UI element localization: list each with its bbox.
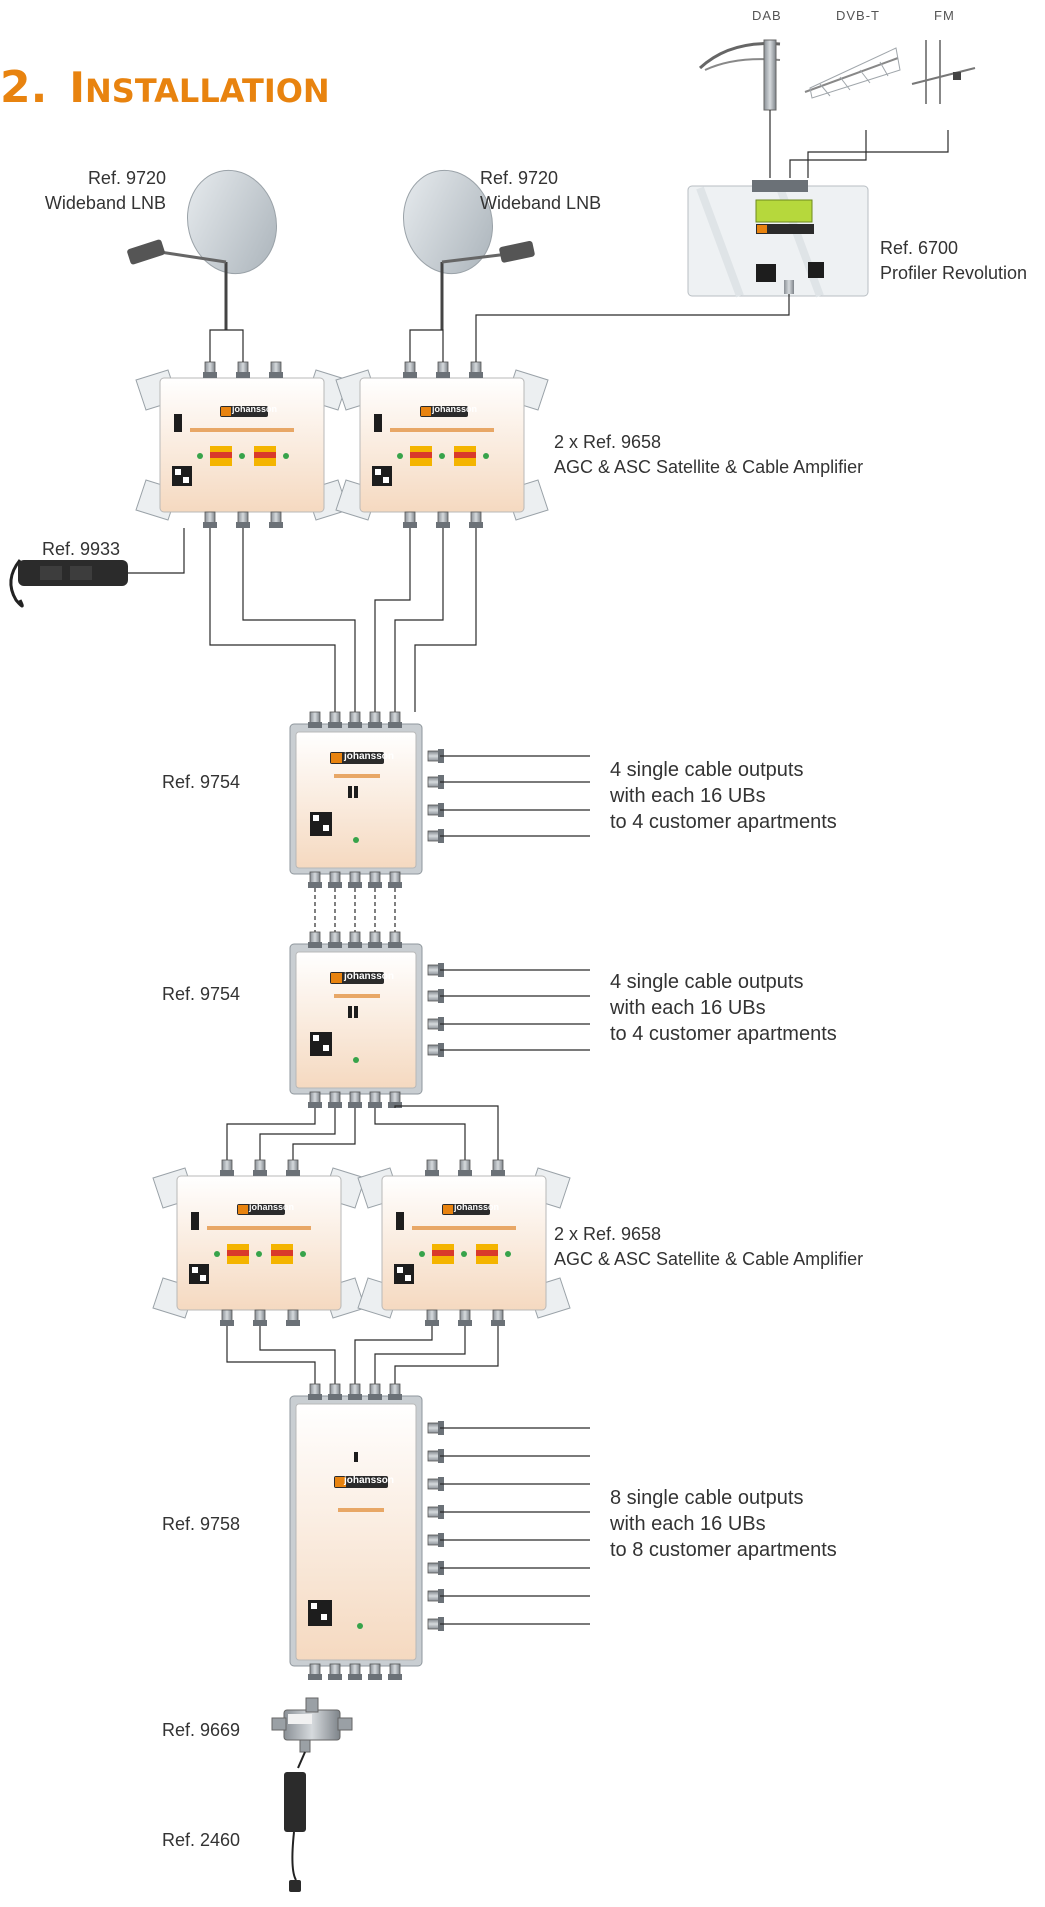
amp-br-brand: johansson (454, 1202, 500, 1212)
amp-top-name: AGC & ASC Satellite & Cable Amplifier (554, 457, 864, 477)
switch-2-brand: johansson (344, 971, 395, 982)
multiswitch-2-device (289, 931, 445, 1109)
switch-3-brand: johansson (344, 1475, 395, 1486)
heading-initial: I (69, 63, 85, 112)
amp-tr-brand: johansson (432, 404, 478, 414)
switch-2-out3: to 4 customer apartments (610, 1023, 837, 1045)
amp-tl-brand: johansson (232, 404, 278, 414)
splitter-device (271, 1697, 353, 1753)
lnb-left-name: Wideband LNB (44, 193, 166, 213)
switch-3-ref: Ref. 9758 (162, 1514, 241, 1534)
power-supply-top-icon (9, 559, 128, 608)
antenna-label-dvbt: DVB-T (836, 8, 880, 23)
amp-bottom-name: AGC & ASC Satellite & Cable Amplifier (554, 1249, 864, 1269)
psu-bottom-ref: Ref. 2460 (162, 1830, 241, 1850)
multiswitch-3-device (289, 1383, 445, 1681)
switch-3-out1: 8 single cable outputs (610, 1487, 804, 1509)
switch-1-out2: with each 16 UBs (610, 785, 766, 807)
amplifier-top-left (135, 361, 349, 529)
amplifier-bottom-right (357, 1159, 571, 1327)
satellite-dish-right-icon (402, 169, 535, 330)
dvbt-antenna-icon (804, 47, 901, 99)
amp-top-count: 2 x Ref. 9658 (554, 432, 662, 452)
profiler-ref: Ref. 6700 (880, 238, 959, 258)
splitter-ref: Ref. 9669 (162, 1720, 241, 1740)
section-number: 2. (0, 62, 48, 113)
multiswitch-1-device (289, 711, 445, 889)
section-heading: 2. INSTALLATION (0, 62, 330, 113)
antenna-label-dab: DAB (752, 8, 782, 23)
dab-antenna-icon (698, 39, 781, 111)
psu-top-ref: Ref. 9933 (42, 539, 121, 559)
switch-1-brand: johansson (344, 751, 395, 762)
amplifier-top-right (335, 361, 549, 529)
antenna-label-fm: FM (934, 8, 955, 23)
switch-2-out2: with each 16 UBs (610, 997, 766, 1019)
heading-rest: NSTALLATION (84, 72, 330, 110)
profiler-device (687, 180, 869, 298)
switch-3-out3: to 8 customer apartments (610, 1539, 837, 1561)
switch-2-out1: 4 single cable outputs (610, 971, 804, 993)
switch-2-ref: Ref. 9754 (162, 984, 241, 1004)
fm-antenna-icon (911, 40, 976, 104)
switch-1-out3: to 4 customer apartments (610, 811, 837, 833)
amp-bottom-count: 2 x Ref. 9658 (554, 1224, 662, 1244)
profiler-name: Profiler Revolution (880, 263, 1028, 283)
satellite-dish-left-icon (127, 169, 278, 330)
switch-3-out2: with each 16 UBs (610, 1513, 766, 1535)
amplifier-bottom-left (152, 1159, 366, 1327)
amp-bl-brand: johansson (249, 1202, 295, 1212)
lnb-left-ref: Ref. 9720 (87, 168, 166, 188)
lnb-right-name: Wideband LNB (480, 193, 602, 213)
switch-1-ref: Ref. 9754 (162, 772, 241, 792)
switch-1-out1: 4 single cable outputs (610, 759, 804, 781)
power-supply-bottom-icon (284, 1772, 306, 1892)
lnb-right-ref: Ref. 9720 (480, 168, 559, 188)
